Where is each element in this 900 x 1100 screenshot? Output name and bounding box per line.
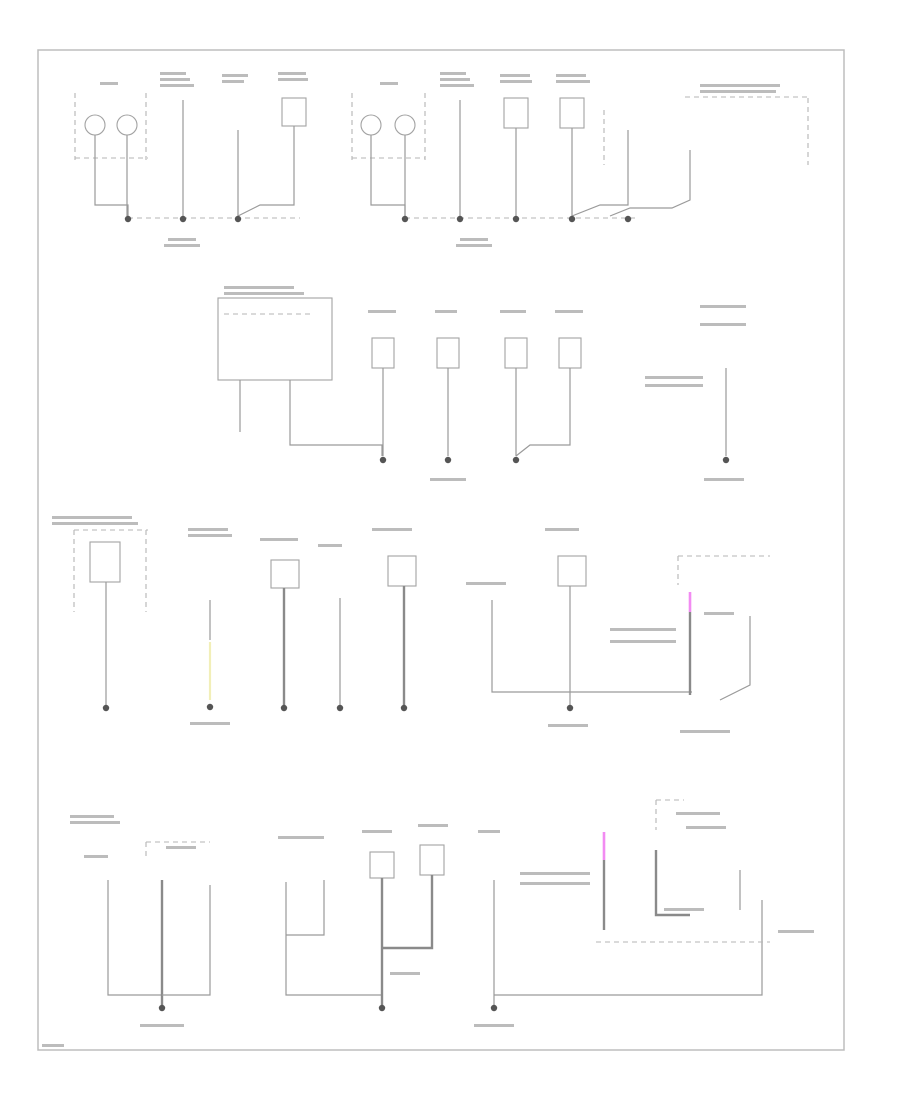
row4-group [70, 799, 814, 1027]
headlight-lamp-1 [84, 114, 106, 136]
ground-point [179, 215, 187, 223]
junction-block [217, 297, 333, 381]
footer-code-mark [42, 1044, 64, 1047]
row3-group [52, 516, 770, 733]
row1-left-group [74, 72, 308, 247]
row2-group [217, 286, 746, 481]
headlight-lamp-2 [116, 114, 138, 136]
diagram-frame [37, 49, 845, 1051]
ground-point [234, 215, 242, 223]
row1-right-group [351, 72, 810, 247]
ground-point [124, 215, 132, 223]
